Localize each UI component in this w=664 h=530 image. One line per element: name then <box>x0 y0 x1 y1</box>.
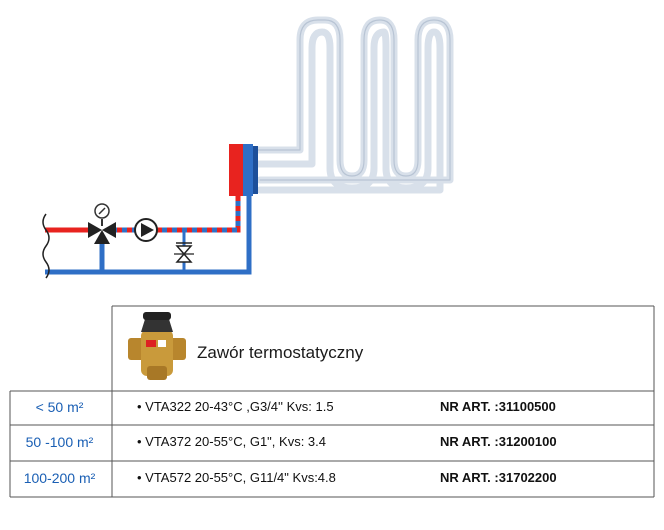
table-row: 50 -100 m² • VTA372 20-55°C, G1", Kvs: 3… <box>0 426 664 458</box>
manifold-icon <box>229 144 258 196</box>
valve-title: Zawór termostatyczny <box>197 343 364 362</box>
area-cell: 100-200 m² <box>23 470 96 486</box>
gauge-icon <box>94 203 110 226</box>
area-cell: 50 -100 m² <box>25 434 94 450</box>
check-valve-icon <box>174 242 194 263</box>
table-row: 100-200 m² • VTA572 20-55°C, G11/4" Kvs:… <box>0 462 664 494</box>
model-cell: • VTA572 20-55°C, G11/4" Kvs:4.8 <box>137 470 336 485</box>
model-cell: • VTA322 20-43°C ,G3/4'' Kvs: 1.5 <box>137 399 334 414</box>
valve-icon <box>88 222 116 244</box>
table-grid <box>9 305 655 498</box>
model-cell: • VTA372 20-55°C, G1", Kvs: 3.4 <box>137 434 326 449</box>
art-number-cell: NR ART. :31702200 <box>440 470 557 485</box>
table-row: < 50 m² • VTA322 20-43°C ,G3/4'' Kvs: 1.… <box>0 391 664 423</box>
art-number-cell: NR ART. :31200100 <box>440 434 557 449</box>
thermostatic-valve-image <box>128 312 186 380</box>
art-number-cell: NR ART. :31100500 <box>440 399 556 414</box>
area-cell: < 50 m² <box>35 399 84 415</box>
pump-icon <box>134 218 158 242</box>
pipe-break-mark <box>42 213 50 279</box>
